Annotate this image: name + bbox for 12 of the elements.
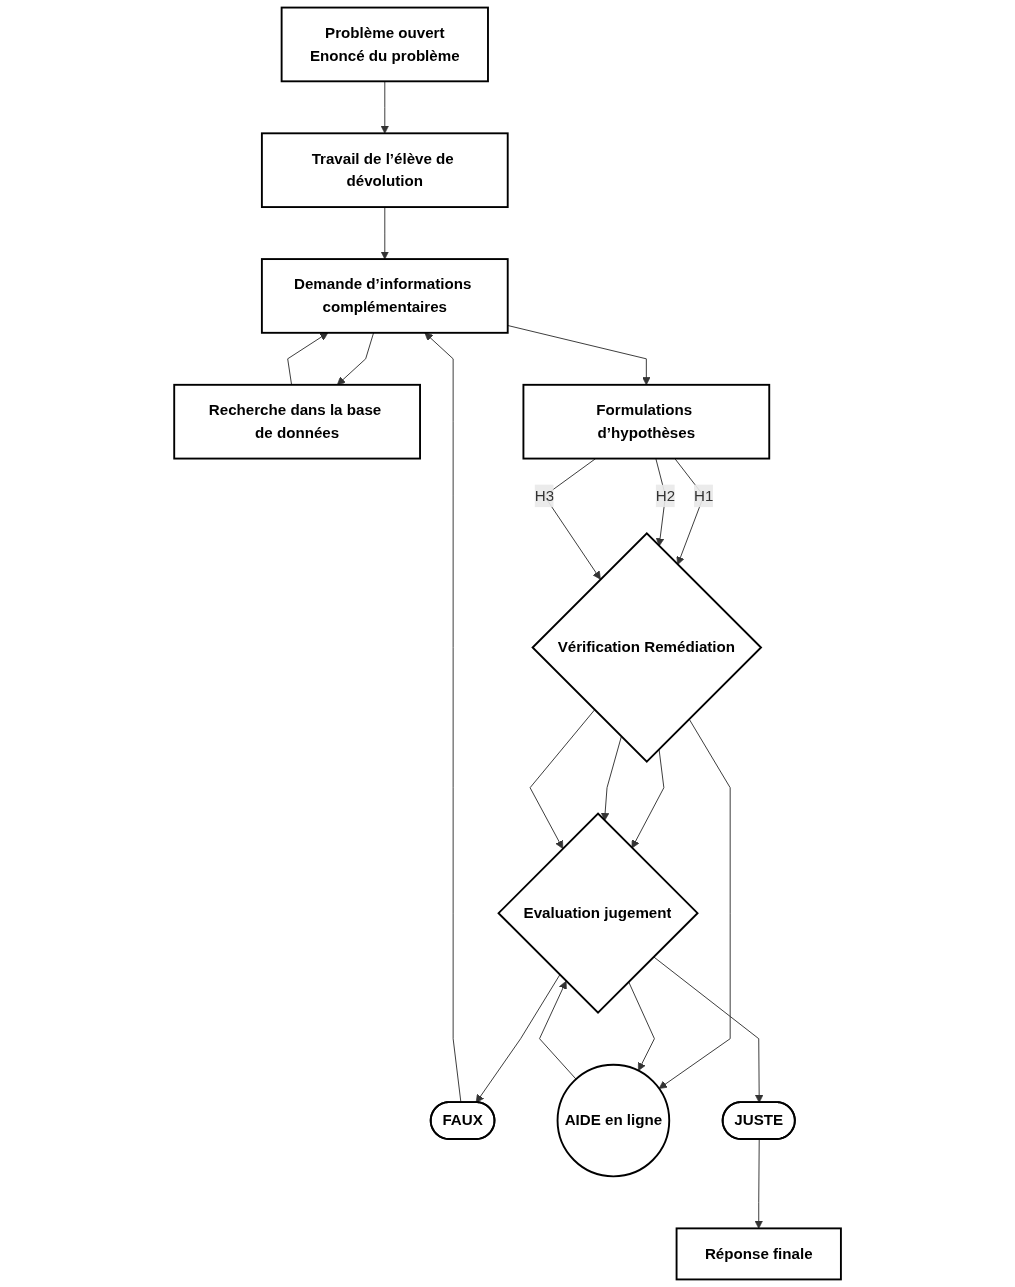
node-box: Réponse finale <box>675 1227 842 1281</box>
node-box: Problème ouvert Enoncé du problème <box>280 6 489 83</box>
node-diamond: Evaluation jugement <box>497 812 699 1015</box>
edge-label: H1 <box>693 487 714 504</box>
edge-label: H2 <box>655 487 676 504</box>
node-box: Recherche dans la base de données <box>173 383 421 460</box>
node-circle: AIDE en ligne <box>556 1063 671 1178</box>
node-box: Demande d’informations complémentaires <box>260 258 509 334</box>
edge-label: H3 <box>534 487 554 504</box>
node-box: Formulations d’hypothèses <box>522 383 771 460</box>
node-box: Travail de l’élève de dévolution <box>260 132 509 208</box>
node-diamond: Vérification Remédiation <box>531 531 763 764</box>
